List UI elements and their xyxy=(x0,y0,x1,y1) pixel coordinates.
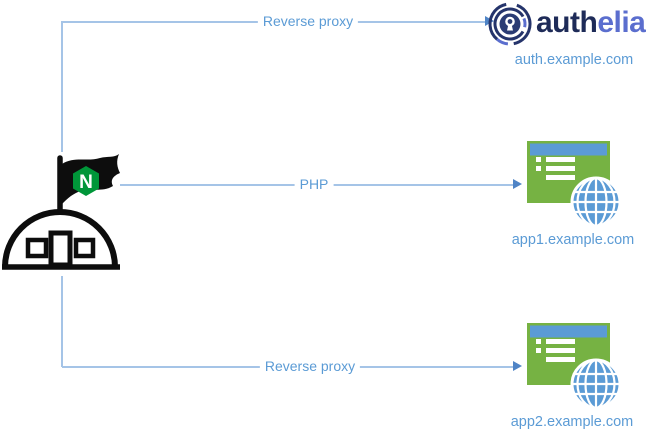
window-right xyxy=(73,237,96,259)
web-app-window-globe-icon xyxy=(527,323,623,411)
connector-auth-vertical xyxy=(61,21,63,152)
authelia-wordmark: authelia xyxy=(536,3,646,43)
inner-ring-accent xyxy=(493,7,527,41)
authelia-lock-icon xyxy=(488,2,532,46)
arrowhead-to-app2 xyxy=(513,361,522,371)
edge-label-reverse-proxy-bottom: Reverse proxy xyxy=(259,358,361,374)
arrowhead-to-app1 xyxy=(513,179,522,189)
inner-ring xyxy=(493,7,527,41)
edge-label-reverse-proxy-top: Reverse proxy xyxy=(257,13,359,29)
door xyxy=(48,230,73,268)
app1-domain-label: app1.example.com xyxy=(511,232,635,248)
wordmark-auth: auth xyxy=(536,6,598,39)
wordmark-elia: elia xyxy=(597,6,646,39)
nginx-letter: N xyxy=(79,172,93,193)
outer-arc-accent xyxy=(488,2,532,46)
window-left xyxy=(25,237,49,259)
app2-domain-label: app2.example.com xyxy=(510,414,634,430)
connector-app2-vertical xyxy=(61,276,63,367)
keyhole-stem xyxy=(507,24,513,31)
edge-label-php: PHP xyxy=(294,176,334,192)
web-app-window-globe-icon xyxy=(527,141,623,229)
auth-domain-label: auth.example.com xyxy=(514,52,634,68)
nginx-flag-basecamp-icon: N xyxy=(2,154,120,270)
nginx-hexagon xyxy=(73,166,99,196)
